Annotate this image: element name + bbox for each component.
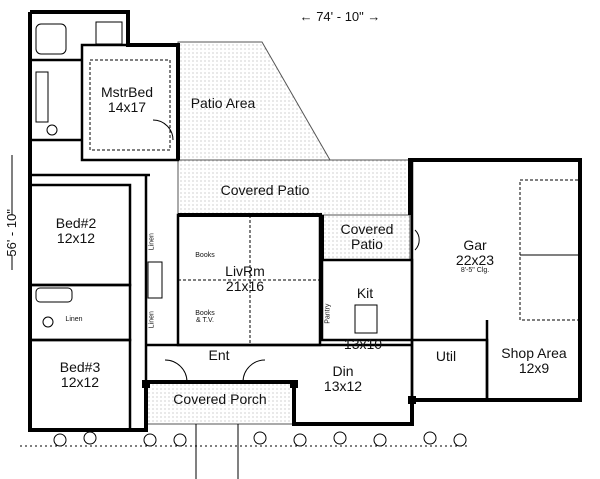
covered-porch-label: Covered Porch — [173, 391, 267, 407]
shop-area-size: 12x9 — [518, 359, 550, 376]
overall-width-dimension: ← 74' - 10" → — [299, 9, 381, 24]
garage-name: Gar — [463, 237, 487, 253]
bed2-name: Bed#2 — [55, 215, 97, 231]
pantry-label: Pantry — [324, 303, 332, 324]
bed3-label: Bed#3 12x12 — [50, 360, 110, 389]
shop-area-name: Shop Area — [501, 345, 567, 361]
covered-patio-surface — [177, 159, 411, 216]
garage-label: Gar 22x23 8'-5" Clg. — [445, 238, 505, 275]
covered-patio-side-surface — [321, 214, 411, 261]
kitchen-size: 13x10 — [343, 336, 383, 352]
dining-size: 13x12 — [323, 377, 363, 394]
master-bed-label: MstrBed 14x17 — [92, 85, 162, 114]
shop-area-label: Shop Area 12x9 — [492, 346, 576, 375]
linen-label-3: Linen — [65, 316, 83, 323]
dining-name: Din — [332, 363, 354, 379]
books-tv-label: Books & T.V. — [190, 310, 220, 325]
master-bed-size: 14x17 — [107, 98, 147, 115]
kitchen-name: Kit — [356, 285, 374, 301]
living-room-size: 21x16 — [225, 277, 265, 294]
books-tv-line2: & T.V. — [196, 317, 214, 325]
bed3-name: Bed#3 — [59, 359, 101, 375]
covered-porch-surface — [145, 381, 295, 425]
books-label: Books — [195, 252, 215, 259]
covered-patio-side-label: Covered Patio — [332, 222, 402, 251]
patio-area-label: Patio Area — [190, 95, 256, 111]
bed2-size: 12x12 — [56, 229, 96, 246]
covered-patio-label: Covered Patio — [220, 182, 310, 198]
dining-label: Din 13x12 — [318, 364, 368, 393]
entry-label: Ent — [208, 347, 230, 363]
utility-label: Util — [435, 348, 457, 364]
living-room-label: LivRm 21x16 — [215, 264, 275, 293]
master-bed-name: MstrBed — [100, 84, 154, 100]
overall-depth-dimension: 56' - 10" — [4, 209, 20, 257]
covered-patio-side-name: Covered — [340, 221, 394, 237]
living-room-name: LivRm — [225, 263, 265, 279]
books-tv-line1: Books — [195, 310, 215, 317]
covered-patio-side-name2: Patio — [351, 235, 383, 252]
garage-size: 22x23 — [455, 251, 495, 268]
garage-ceiling-note: 8'-5" Clg. — [460, 267, 490, 275]
kitchen-label: Kit — [340, 286, 390, 301]
linen-label-2: Linen — [148, 311, 156, 329]
bed2-label: Bed#2 12x12 — [46, 216, 106, 245]
linen-label-1: Linen — [148, 233, 156, 251]
bed3-size: 12x12 — [60, 373, 100, 390]
